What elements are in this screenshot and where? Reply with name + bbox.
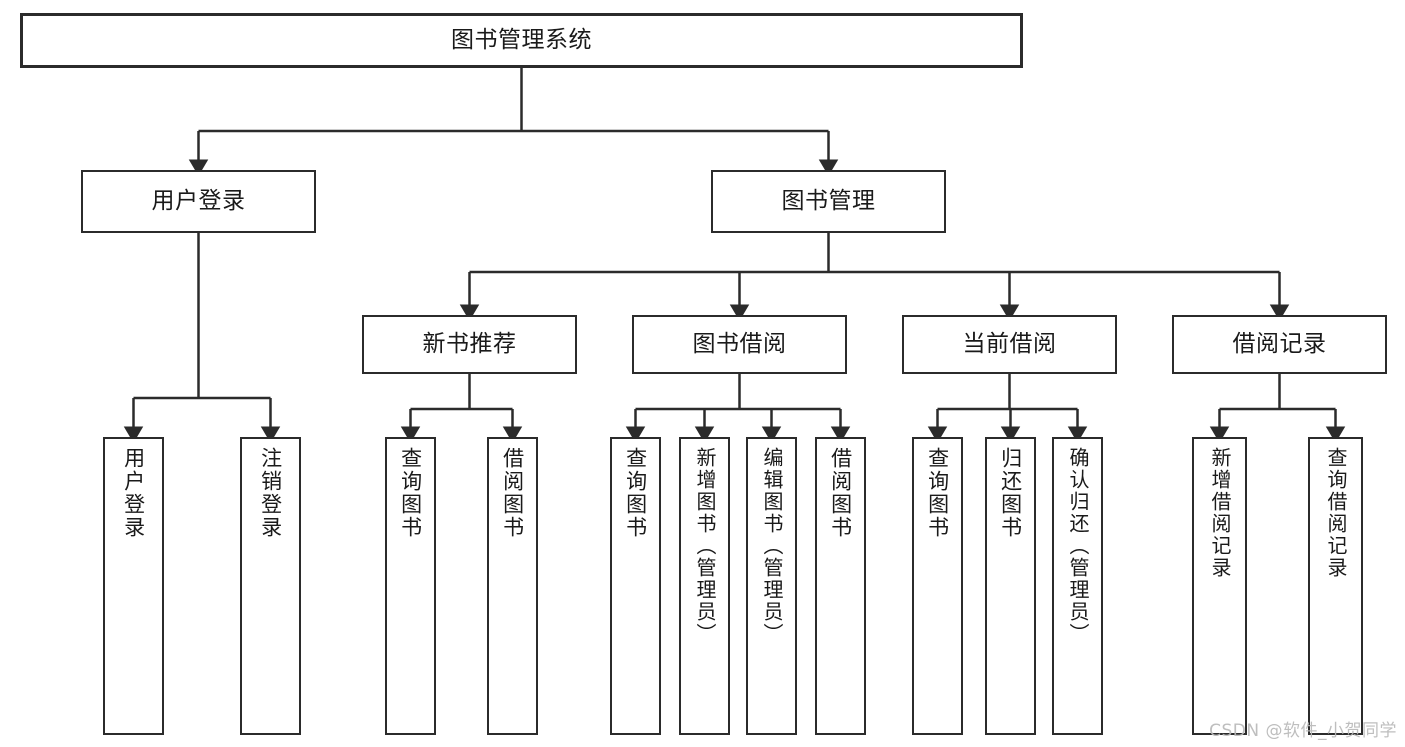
node-label-root: 图书管理系统 [451, 26, 592, 53]
node-label-leaf-cu-return: 归还图书 [998, 447, 1023, 539]
node-label-leaf-bo-lend: 借阅图书 [828, 447, 853, 539]
node-label-leaf-new-borrow: 借阅图书 [500, 447, 525, 539]
node-leaf-user-login[interactable]: 用户登录 [103, 437, 164, 735]
node-label-leaf-re-query: 查询借阅记录 [1324, 447, 1348, 579]
node-borrow[interactable]: 图书借阅 [632, 315, 847, 374]
node-leaf-new-borrow[interactable]: 借阅图书 [487, 437, 538, 735]
node-leaf-new-query[interactable]: 查询图书 [385, 437, 436, 735]
node-label-records: 借阅记录 [1232, 330, 1327, 357]
node-leaf-re-query[interactable]: 查询借阅记录 [1308, 437, 1363, 735]
node-label-leaf-cu-confirm: 确认归还（管理员） [1066, 447, 1090, 645]
node-leaf-user-logout[interactable]: 注销登录 [240, 437, 301, 735]
node-current[interactable]: 当前借阅 [902, 315, 1117, 374]
node-label-leaf-user-login: 用户登录 [121, 447, 146, 539]
node-leaf-re-add[interactable]: 新增借阅记录 [1192, 437, 1247, 735]
watermark: CSDN @软件_小贺同学 [1209, 721, 1397, 741]
node-leaf-bo-query[interactable]: 查询图书 [610, 437, 661, 735]
node-leaf-bo-edit[interactable]: 编辑图书（管理员） [746, 437, 797, 735]
node-root[interactable]: 图书管理系统 [20, 13, 1023, 68]
node-leaf-cu-confirm[interactable]: 确认归还（管理员） [1052, 437, 1103, 735]
node-bookmgmt[interactable]: 图书管理 [711, 170, 946, 233]
node-label-leaf-bo-query: 查询图书 [623, 447, 648, 539]
node-label-leaf-re-add: 新增借阅记录 [1208, 447, 1232, 579]
node-label-current: 当前借阅 [962, 330, 1057, 357]
node-label-borrow: 图书借阅 [692, 330, 787, 357]
node-label-leaf-bo-edit: 编辑图书（管理员） [760, 447, 784, 645]
node-leaf-cu-query[interactable]: 查询图书 [912, 437, 963, 735]
node-label-newbook: 新书推荐 [422, 330, 517, 357]
edge-paths [123, 68, 1346, 443]
node-label-login: 用户登录 [151, 187, 246, 214]
node-records[interactable]: 借阅记录 [1172, 315, 1387, 374]
node-leaf-bo-lend[interactable]: 借阅图书 [815, 437, 866, 735]
node-leaf-cu-return[interactable]: 归还图书 [985, 437, 1036, 735]
node-label-leaf-bo-add: 新增图书（管理员） [693, 447, 717, 645]
node-label-bookmgmt: 图书管理 [781, 187, 876, 214]
node-newbook[interactable]: 新书推荐 [362, 315, 577, 374]
node-label-leaf-new-query: 查询图书 [398, 447, 423, 539]
node-login[interactable]: 用户登录 [81, 170, 316, 233]
node-label-leaf-cu-query: 查询图书 [925, 447, 950, 539]
node-leaf-bo-add[interactable]: 新增图书（管理员） [679, 437, 730, 735]
node-label-leaf-user-logout: 注销登录 [258, 447, 283, 539]
